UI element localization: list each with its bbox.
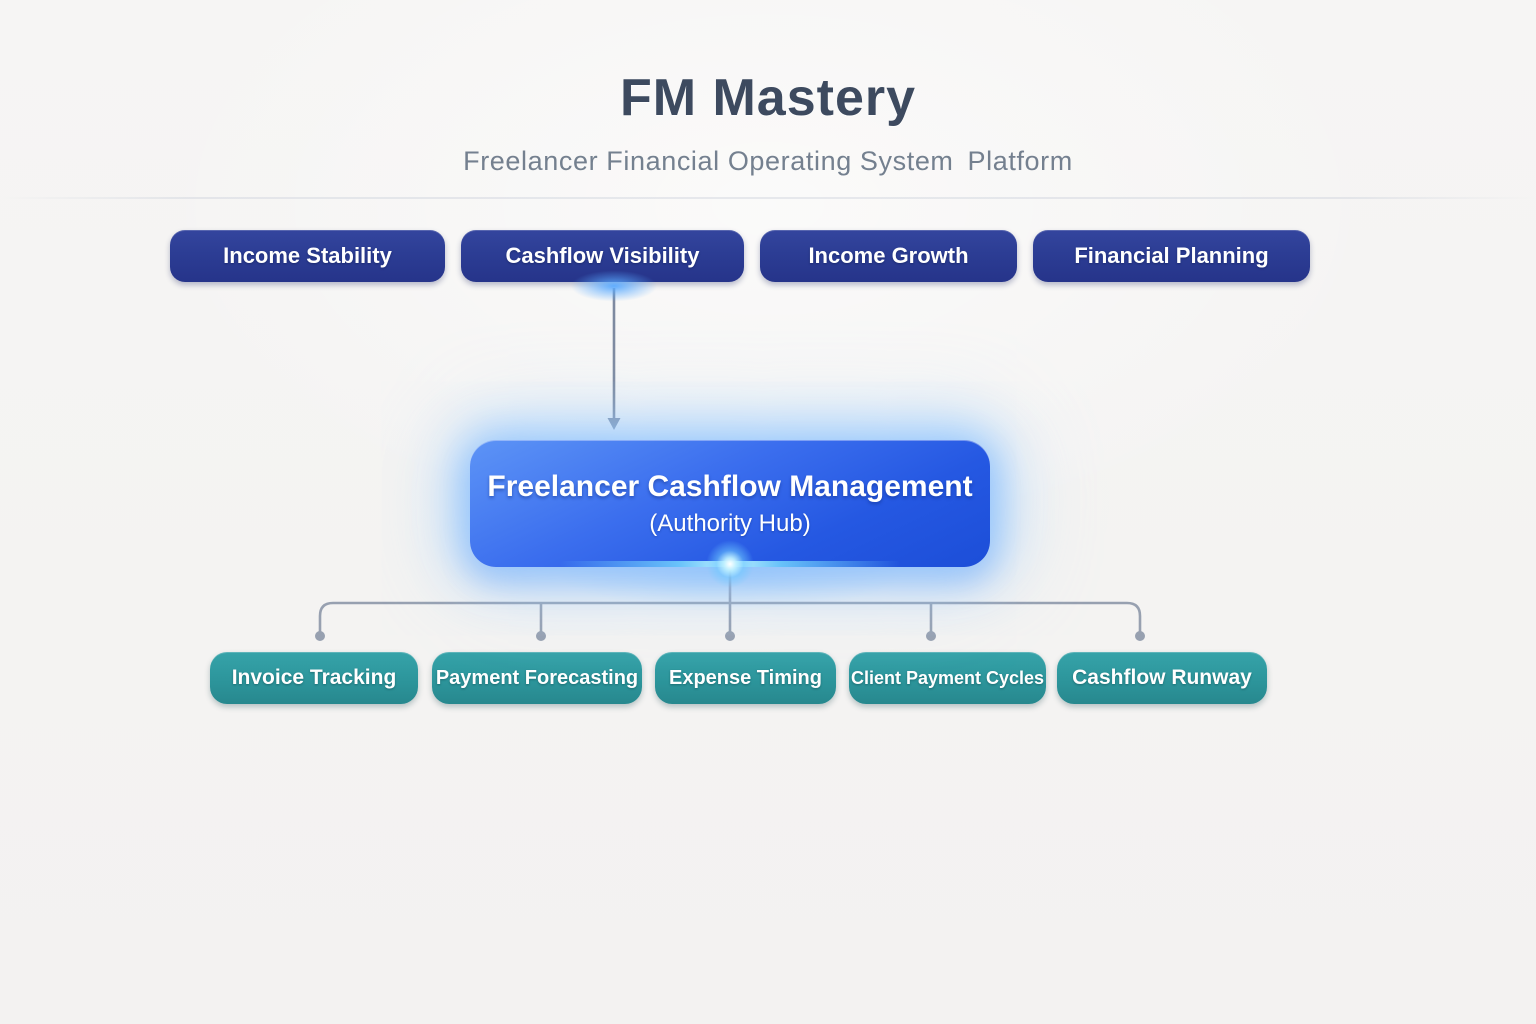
branch-bus-line xyxy=(318,601,1142,632)
branch-endpoint-dot-5 xyxy=(1135,631,1145,641)
branch-endpoint-dot-1 xyxy=(315,631,325,641)
node-financial-planning: Financial Planning xyxy=(1033,230,1310,282)
node-label: Payment Forecasting xyxy=(435,666,639,689)
branch-endpoint-dot-3 xyxy=(725,631,735,641)
node-label: Cashflow Visibility xyxy=(505,243,700,268)
node-payment-forecasting: Payment Forecasting xyxy=(432,652,642,704)
node-cashflow-runway: Cashflow Runway xyxy=(1057,652,1267,704)
node-cashflow-visibility: Cashflow Visibility xyxy=(461,230,744,282)
hub-subtitle: (Authority Hub) xyxy=(649,509,811,537)
node-label: Client Payment Cycles xyxy=(850,667,1045,688)
arrowhead-down-icon xyxy=(607,418,621,430)
branch-endpoint-dot-2 xyxy=(536,631,546,641)
node-label: Income Growth xyxy=(808,243,969,268)
node-expense-timing: Expense Timing xyxy=(655,652,836,704)
page-subtitle-main: Freelancer Financial Operating System xyxy=(463,146,954,176)
node-authority-hub: Freelancer Cashflow Management (Authorit… xyxy=(470,440,990,567)
page-subtitle: Freelancer Financial Operating System Pla… xyxy=(0,146,1536,177)
node-label: Cashflow Runway xyxy=(1072,666,1252,689)
node-income-growth: Income Growth xyxy=(760,230,1017,282)
node-label: Invoice Tracking xyxy=(231,666,397,689)
node-income-stability: Income Stability xyxy=(170,230,445,282)
node-invoice-tracking: Invoice Tracking xyxy=(210,652,418,704)
page-subtitle-tail: Platform xyxy=(967,146,1073,176)
node-client-payment-cycles: Client Payment Cycles xyxy=(849,652,1046,704)
node-label: Expense Timing xyxy=(668,666,822,689)
node-label: Income Stability xyxy=(223,243,392,268)
page-title: FM Mastery xyxy=(619,69,917,127)
hub-under-glow xyxy=(500,556,960,646)
node-label: Financial Planning xyxy=(1074,243,1269,268)
header-divider xyxy=(0,197,1536,199)
branch-endpoint-dot-4 xyxy=(926,631,936,641)
hub-title: Freelancer Cashflow Management xyxy=(487,469,973,503)
